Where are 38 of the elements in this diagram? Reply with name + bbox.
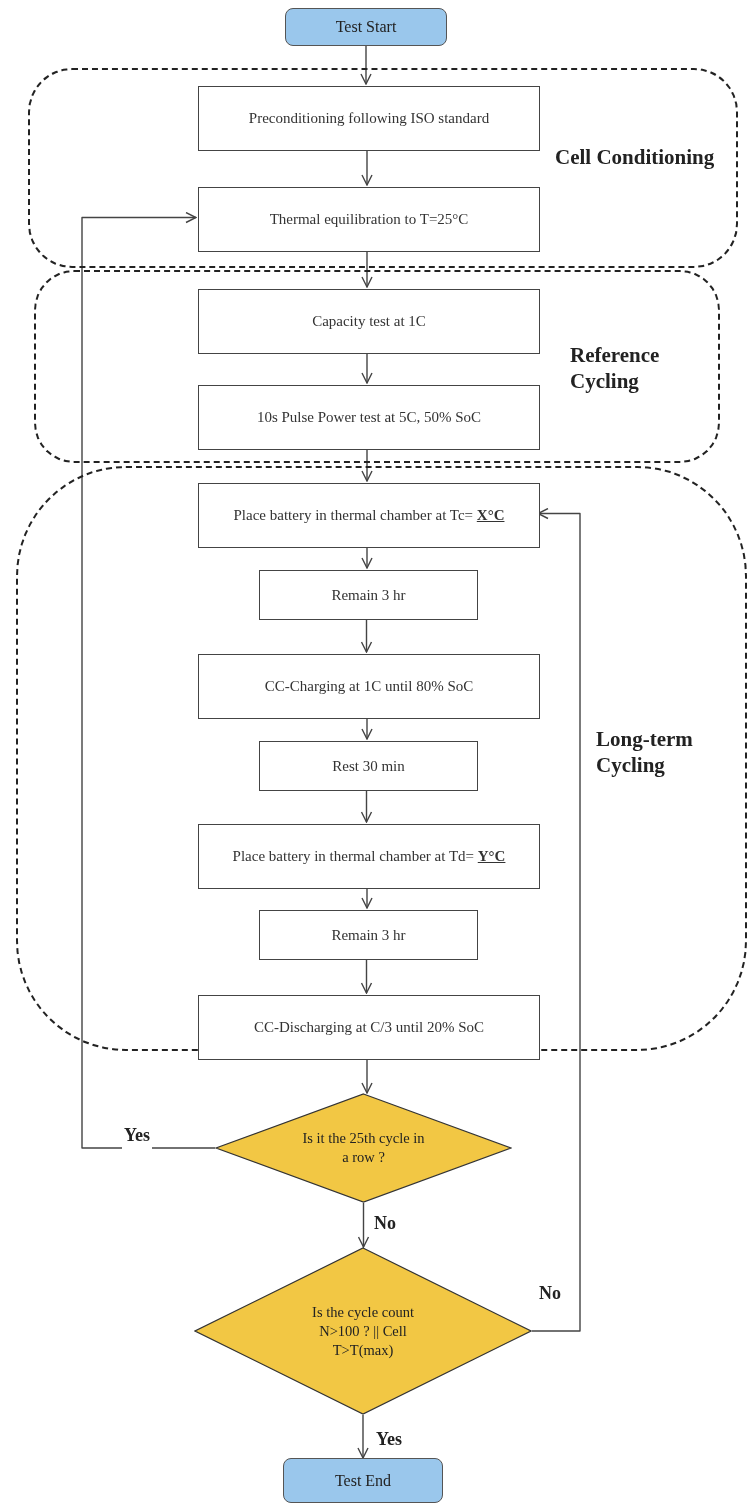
step-text: 10s Pulse Power test at 5C, 50% SoC xyxy=(256,408,482,427)
decision-text: Is the cycle count N>100 ? || Cell T>T(max) xyxy=(311,1302,415,1360)
process-box xyxy=(198,86,540,151)
arrow xyxy=(360,45,372,85)
process-box xyxy=(198,995,540,1060)
step-text: Remain 3 hr xyxy=(331,925,406,945)
step-text: Place battery in thermal chamber at Tc= X°C xyxy=(233,506,505,525)
step-text: Place battery in thermal chamber at Td= Y°C xyxy=(232,847,506,866)
process-box xyxy=(198,385,540,450)
process-box xyxy=(198,654,540,719)
group-heading: Long-term Cycling xyxy=(596,726,694,778)
process-box xyxy=(259,570,478,620)
process-box xyxy=(259,910,478,960)
step-text: Capacity test at 1C xyxy=(312,312,426,331)
process-box xyxy=(198,289,540,354)
step-text: Remain 3 hr xyxy=(331,585,406,605)
step-text: CC-Discharging at C/3 until 20% SoC xyxy=(253,1018,485,1037)
terminal-text: Test Start xyxy=(335,17,397,37)
process-box xyxy=(198,187,540,252)
decision-text: Is it the 25th cycle in a row ? xyxy=(301,1129,426,1167)
dashed-group xyxy=(28,68,738,268)
arrow xyxy=(357,1414,369,1459)
group-heading: Reference Cycling xyxy=(570,342,661,394)
arrow xyxy=(357,1202,370,1248)
step-text: Rest 30 min xyxy=(332,756,405,776)
terminal-text: Test End xyxy=(334,1470,392,1491)
arrow xyxy=(81,211,216,1149)
arrow xyxy=(531,507,581,1332)
step-text: CC-Charging at 1C until 80% SoC xyxy=(264,677,474,696)
group-heading: Cell Conditioning xyxy=(555,144,716,170)
step-text: Thermal equilibration to T=25°C xyxy=(269,210,469,229)
terminal-box xyxy=(285,8,447,46)
step-text: Preconditioning following ISO standard xyxy=(248,109,490,128)
dashed-group xyxy=(34,270,720,463)
process-box xyxy=(198,483,540,548)
process-box xyxy=(259,741,478,791)
terminal-box xyxy=(283,1458,443,1503)
process-box xyxy=(198,824,540,889)
